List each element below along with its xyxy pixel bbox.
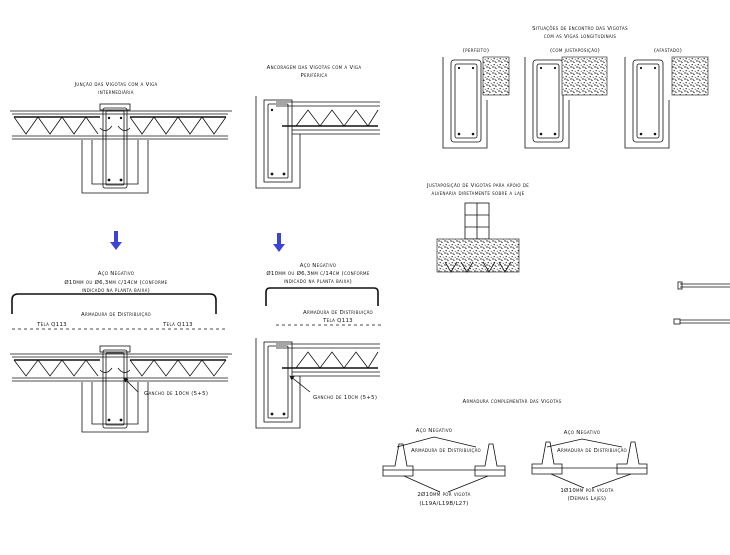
aco-negativo-right-detail: Aço Negativo Ø10mm ou Ø6,3mm c/14cm (con… [255,263,382,429]
juncao-detail: Junção das Vigotas com a Viga intermediá… [10,82,232,194]
armadura-distribuicao-right: Armadura de Distribuição [303,310,373,316]
aco-negativo-right-line3: indicado na planta baixa) [284,279,352,285]
down-arrow-icon-left [110,231,122,250]
situacoes-title-line1: Situações de encontro das Vigotas [532,26,628,32]
tela-left-a: Tela Q113 [36,322,67,328]
aco-neg-det-b: Aço Negativo [564,430,600,436]
case-perfeito-label: (perfeito) [463,48,490,54]
justaposicao-title-line1: Justaposição de Vigotas para apoio de [426,183,529,189]
aco-negativo-right-line2: Ø10mm ou Ø6,3mm c/14cm (conforme [266,270,369,277]
one-bar-line1: 1Ø10mm por vigota [560,487,613,494]
arm-dist-det-b: Armadura de Distribuição [557,448,627,454]
ancoragem-title-line2: Periférica [300,73,327,79]
juncao-title-line2: intermediária [98,90,134,96]
edge-symbols [673,281,730,325]
two-bars-line1: 2Ø10mm por vigota [417,491,470,498]
situacoes-detail: Situações de encontro das Vigotas com as… [442,26,709,149]
juncao-title-line1: Junção das Vigotas com a Viga [73,82,157,88]
one-bar-line2: (Demais Lajes) [568,496,607,502]
aco-negativo-left-line2: Ø10mm ou Ø6,3mm c/14cm (conforme [64,279,167,286]
case-justaposicao-label: (com justaposição) [550,48,600,54]
ancoragem-detail: Ancoragem das Vigotas com a Viga Perifér… [255,65,380,189]
gancho-right: Gancho de 10cm (5+5) [313,395,377,401]
aco-negativo-right-line1: Aço Negativo [300,263,336,269]
gancho-left: Gancho de 10cm (5+5) [144,391,208,397]
armadura-distribuicao-left: Armadura de Distribuição [81,312,151,318]
tela-left-b: Tela Q113 [162,322,193,328]
down-arrow-icon-right [273,233,285,252]
justaposicao-detail: Justaposição de Vigotas para apoio de al… [426,183,529,273]
aco-negativo-left-detail: Aço Negativo Ø10mm ou Ø6,3mm c/14cm (con… [10,271,232,433]
situacoes-title-line2: com as Vigas longitudinais [544,34,617,40]
case-afastado-label: (afastado) [654,48,682,54]
two-bars-line2: (L19A/L19B/L27) [419,501,468,507]
armadura-complementar-detail: Armadura complementar das Vigotas Aço Ne… [382,399,648,507]
aco-neg-det-a: Aço Negativo [416,428,452,434]
ancoragem-title-line1: Ancoragem das Vigotas com a Viga [267,65,362,71]
tela-right: Tela Q113 [322,318,353,324]
armadura-complementar-title: Armadura complementar das Vigotas [462,399,561,405]
aco-negativo-left-line3: indicado na planta baixa) [82,288,150,294]
justaposicao-title-line2: alvenaria diretamente sobre a laje [432,191,525,197]
arm-dist-det-a: Armadura de Distribuição [411,448,481,454]
aco-negativo-left-line1: Aço Negativo [98,271,134,277]
